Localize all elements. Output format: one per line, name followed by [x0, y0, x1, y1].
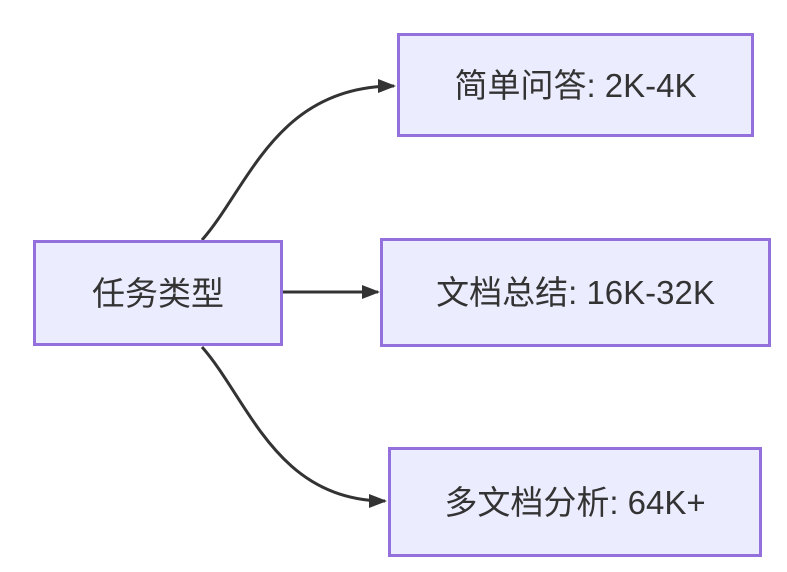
- node-multidoc-analysis: 多文档分析: 64K+: [388, 447, 762, 557]
- node-simple-qa-label: 简单问答: 2K-4K: [454, 66, 697, 104]
- edge-root-to-branch3: [200, 346, 387, 508]
- node-doc-summary-label: 文档总结: 16K-32K: [436, 274, 715, 311]
- node-multidoc-analysis-label: 多文档分析: 64K+: [444, 483, 706, 521]
- node-task-type: 任务类型: [33, 240, 283, 346]
- node-doc-summary: 文档总结: 16K-32K: [380, 238, 771, 347]
- node-simple-qa: 简单问答: 2K-4K: [397, 33, 754, 137]
- edge-root-to-branch1: [200, 79, 396, 241]
- node-task-type-label: 任务类型: [92, 274, 224, 312]
